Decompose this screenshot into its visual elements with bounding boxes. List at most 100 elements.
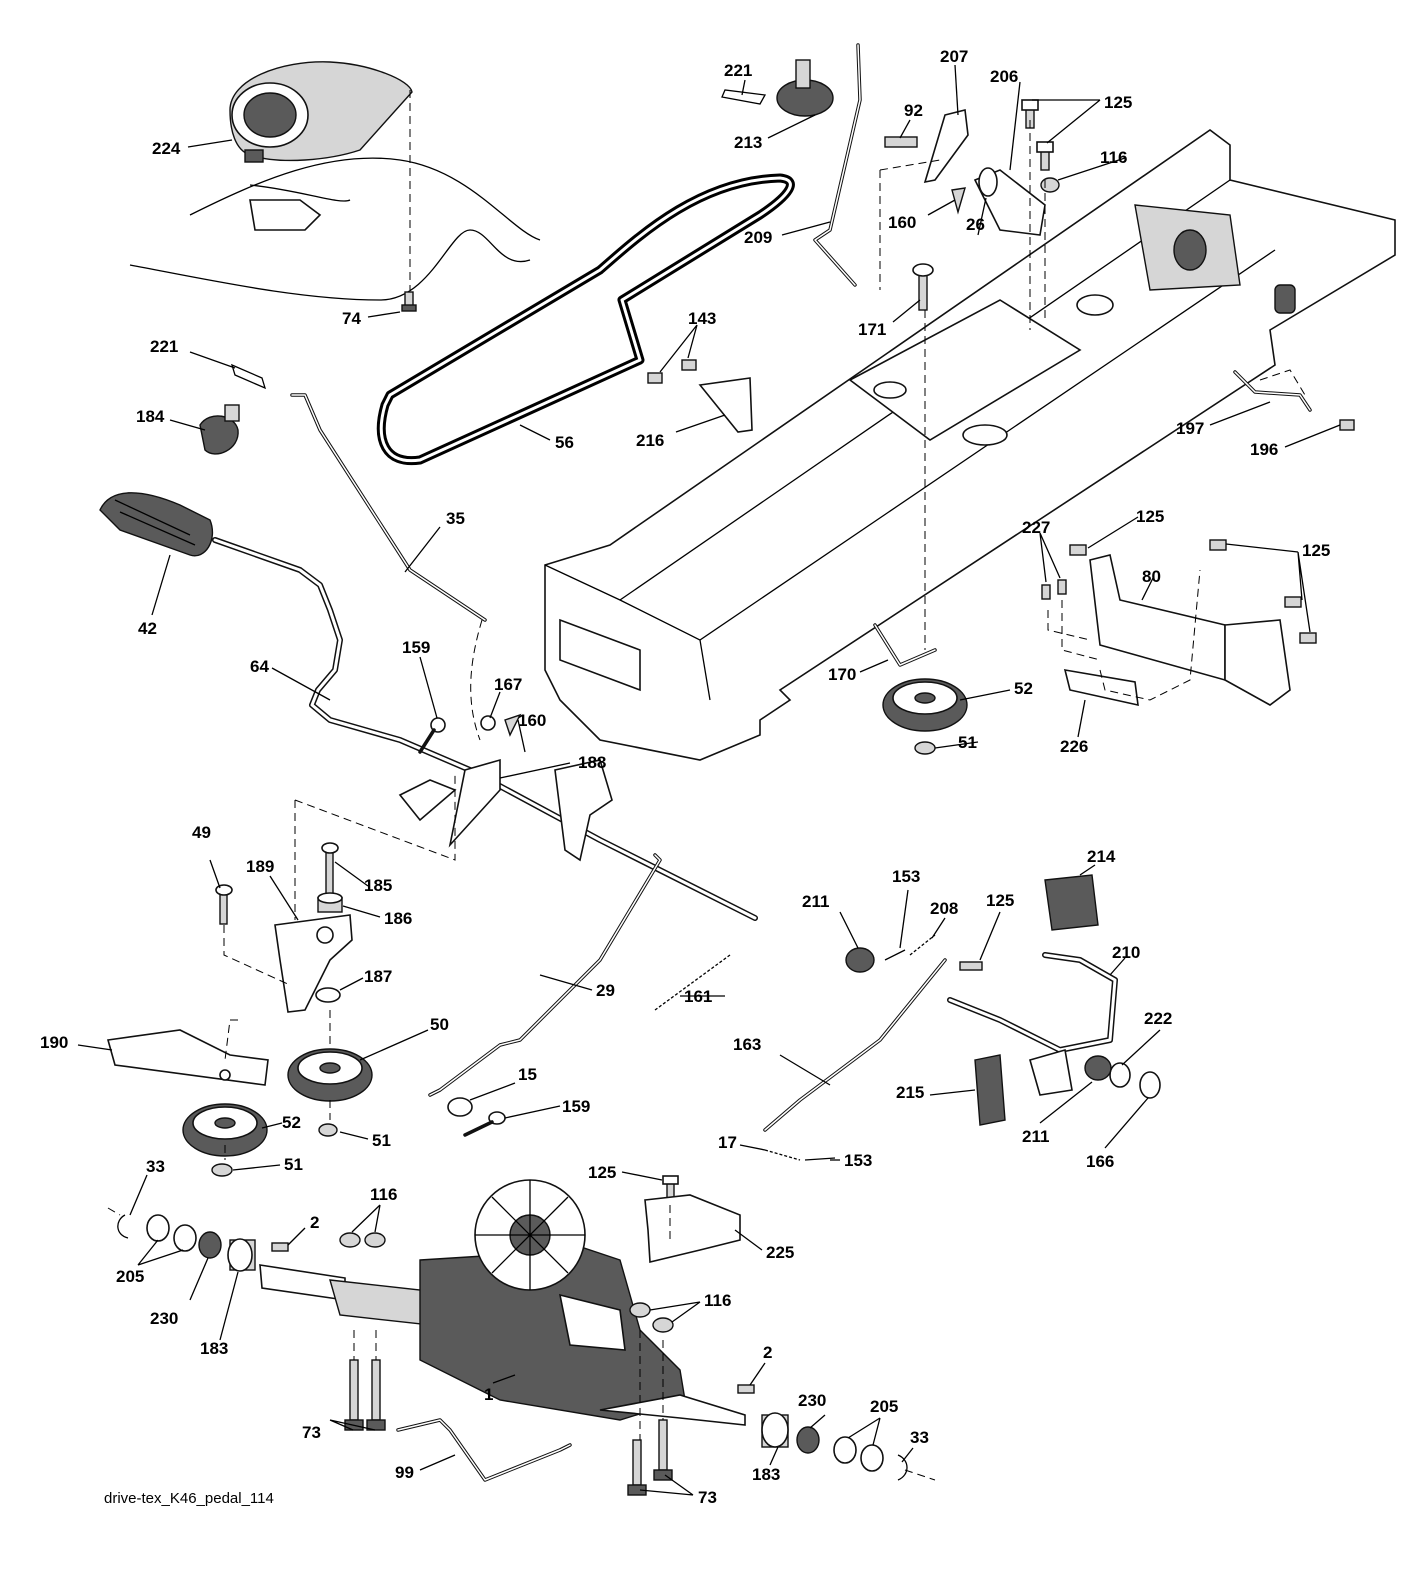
part-215-cover xyxy=(974,1054,1006,1126)
callout-167: 167 xyxy=(494,675,522,694)
part-197-rod xyxy=(1233,370,1312,412)
callout-73: 73 xyxy=(698,1488,717,1507)
part-163-rod xyxy=(763,958,947,1132)
callout-230: 230 xyxy=(798,1391,826,1410)
callout-160: 160 xyxy=(518,711,546,730)
callout-116: 116 xyxy=(1100,148,1127,167)
part-211-bushing-a xyxy=(845,947,875,973)
part-80-bracket xyxy=(1089,554,1291,706)
callout-189: 189 xyxy=(246,857,274,876)
part-160-clip-b xyxy=(951,187,966,215)
part-230-washer-right xyxy=(796,1426,820,1454)
callout-230: 230 xyxy=(150,1309,178,1328)
part-15-washer xyxy=(447,1097,473,1117)
callout-labels: 224 74 221 213 221 184 56 35 42 64 159 1… xyxy=(40,47,1330,1507)
callout-171: 171 xyxy=(858,320,886,339)
part-35-rod xyxy=(290,393,487,622)
callout-184: 184 xyxy=(136,407,165,426)
callout-51: 51 xyxy=(372,1131,391,1150)
part-153-clip-b xyxy=(804,1157,836,1161)
callout-2: 2 xyxy=(310,1213,319,1232)
part-207-arm xyxy=(923,109,969,184)
callout-197: 197 xyxy=(1176,419,1204,438)
part-183-bushing-left xyxy=(227,1238,256,1272)
part-222-washer xyxy=(1109,1062,1131,1088)
part-227-screws xyxy=(1041,579,1067,600)
part-50-pulley xyxy=(287,1048,373,1102)
part-196-screw xyxy=(1339,419,1355,431)
callout-153: 153 xyxy=(892,867,920,886)
callout-51: 51 xyxy=(958,733,977,752)
callout-50: 50 xyxy=(430,1015,449,1034)
part-221-clip-top xyxy=(721,89,767,105)
callout-166: 166 xyxy=(1086,1152,1114,1171)
part-186-spacer xyxy=(317,892,343,913)
part-99-rod xyxy=(396,1418,572,1482)
part-221-clip-left xyxy=(230,363,267,390)
callout-163: 163 xyxy=(733,1035,761,1054)
callout-214: 214 xyxy=(1087,847,1116,866)
part-29-rod xyxy=(428,853,662,1097)
part-51-nut-a xyxy=(318,1123,338,1137)
callout-222: 222 xyxy=(1144,1009,1172,1028)
callout-2: 2 xyxy=(763,1343,772,1362)
callout-51: 51 xyxy=(284,1155,303,1174)
callout-209: 209 xyxy=(744,228,772,247)
part-189-bracket xyxy=(274,914,353,1013)
callout-99: 99 xyxy=(395,1463,414,1482)
callout-226: 226 xyxy=(1060,737,1088,756)
callout-116: 116 xyxy=(704,1291,731,1310)
part-183-bushing-right xyxy=(761,1412,789,1448)
leader-lines xyxy=(77,64,1341,1496)
part-17-spring xyxy=(764,1149,801,1161)
part-125-bolts-c xyxy=(1069,539,1317,644)
part-125-bolt-b xyxy=(1036,141,1054,171)
callout-196: 196 xyxy=(1250,440,1278,459)
callout-227: 227 xyxy=(1022,518,1050,537)
part-226-plate xyxy=(1063,669,1139,707)
callout-215: 215 xyxy=(896,1083,924,1102)
part-216-bracket xyxy=(698,377,753,433)
part-33-clip-left xyxy=(117,1214,129,1239)
diagram-caption: drive-tex_K46_pedal_114 xyxy=(104,1490,274,1507)
callout-1: 1 xyxy=(484,1385,493,1404)
part-frame xyxy=(544,129,1396,761)
callout-73: 73 xyxy=(302,1423,321,1442)
callout-207: 207 xyxy=(940,47,968,66)
callout-125: 125 xyxy=(588,1163,616,1182)
part-92-pin xyxy=(884,136,918,148)
callout-206: 206 xyxy=(990,67,1018,86)
part-190-shield xyxy=(106,1029,269,1086)
callout-125: 125 xyxy=(1302,541,1330,560)
callout-125: 125 xyxy=(1104,93,1132,112)
callout-159: 159 xyxy=(562,1097,590,1116)
callout-33: 33 xyxy=(910,1428,929,1447)
callout-183: 183 xyxy=(200,1339,228,1358)
fender-shroud xyxy=(129,157,541,301)
callout-160: 160 xyxy=(888,213,916,232)
part-51-nut-c xyxy=(914,741,936,755)
part-52-pulley-left xyxy=(182,1103,268,1157)
callout-213: 213 xyxy=(734,133,762,152)
part-170-rod xyxy=(873,623,937,667)
part-116-nut-a xyxy=(1040,177,1060,193)
part-208-spring xyxy=(909,934,936,956)
callout-225: 225 xyxy=(766,1243,794,1262)
callout-35: 35 xyxy=(446,509,465,528)
callout-216: 216 xyxy=(636,431,664,450)
assembly-lines xyxy=(107,90,1306,1481)
callout-205: 205 xyxy=(870,1397,898,1416)
part-213-knob xyxy=(776,59,834,117)
callout-170: 170 xyxy=(828,665,856,684)
callout-42: 42 xyxy=(138,619,157,638)
callout-205: 205 xyxy=(116,1267,144,1286)
part-166-washer xyxy=(1139,1071,1161,1099)
part-49-bolt xyxy=(215,884,233,925)
part-2-key-left xyxy=(271,1242,289,1252)
callout-161: 161 xyxy=(684,987,712,1006)
part-205-washers-right xyxy=(833,1436,884,1472)
part-184-knob xyxy=(199,404,240,455)
part-143-bolts xyxy=(647,359,697,384)
callout-52: 52 xyxy=(282,1113,301,1132)
